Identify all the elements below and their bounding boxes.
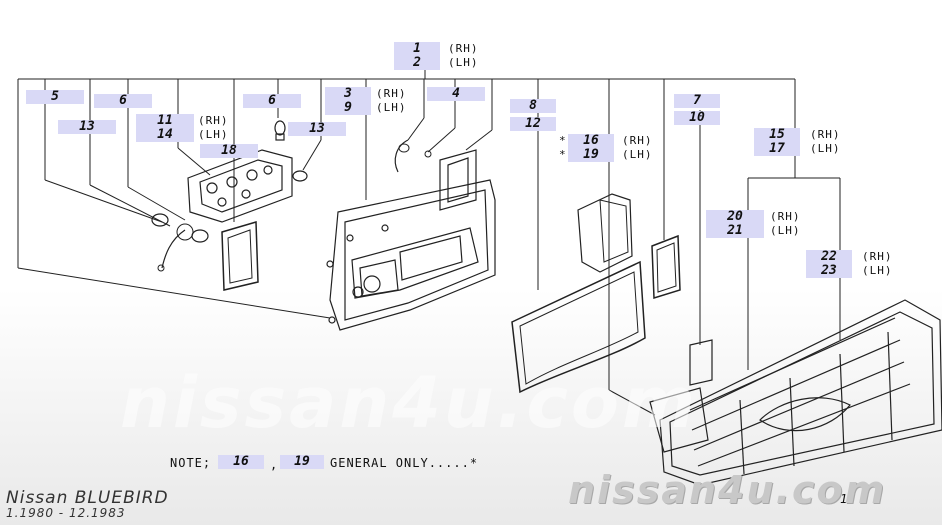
callout-6-right: 6 [243, 94, 301, 108]
model-name: Nissan BLUEBIRD [6, 488, 169, 508]
callout-19: 19 [568, 148, 614, 162]
callout-12: 12 [510, 117, 556, 131]
leader-line [177, 147, 211, 176]
leader-line [608, 389, 656, 416]
watermark-bottom: nissan4u.com [568, 468, 887, 512]
callout-20: 20 [706, 210, 764, 224]
lens-gasket [221, 221, 259, 291]
callout-9: 9 [325, 101, 371, 115]
label-lh: (LH) [810, 142, 841, 155]
note-separator: , [270, 458, 279, 472]
callout-3: 3 [325, 87, 371, 101]
label-rh: (RH) [622, 134, 653, 147]
callout-5: 5 [26, 90, 84, 104]
rear-lens-assembly [649, 299, 942, 486]
note-ref-19: 19 [280, 455, 324, 469]
callout-16: 16 [568, 134, 614, 148]
callout-17: 17 [754, 142, 800, 156]
label-rh: (RH) [770, 210, 801, 223]
callout-18: 18 [200, 144, 258, 158]
label-lh: (LH) [448, 56, 479, 69]
callout-23: 23 [806, 264, 852, 278]
side-marker-lamp [577, 193, 633, 273]
label-rh: (RH) [810, 128, 841, 141]
small-gasket [651, 234, 681, 300]
callout-15: 15 [754, 128, 800, 142]
note-text: GENERAL ONLY.....* [330, 456, 479, 470]
callout-22: 22 [806, 250, 852, 264]
callout-8: 8 [510, 99, 556, 113]
callout-21: 21 [706, 224, 764, 238]
callout-7: 7 [674, 94, 720, 108]
leader-line [302, 139, 322, 171]
wire-harness [161, 229, 186, 269]
leader-line [427, 127, 456, 153]
label-rh: (RH) [376, 87, 407, 100]
label-rh: (RH) [198, 114, 229, 127]
star-marker: * [559, 148, 567, 161]
callout-2: 2 [394, 56, 440, 70]
callout-13-left: 13 [58, 120, 116, 134]
note-prefix: NOTE; [170, 456, 212, 470]
lamp-socket-plate [187, 149, 293, 223]
star-marker: * [559, 134, 567, 147]
model-years: 1.1980 - 12.1983 [6, 506, 126, 520]
callout-1: 1 [394, 42, 440, 56]
label-lh: (LH) [862, 264, 893, 277]
wire [394, 139, 409, 173]
callout-14: 14 [136, 128, 194, 142]
label-lh: (LH) [198, 128, 229, 141]
label-lh: (LH) [770, 224, 801, 237]
label-rh: (RH) [862, 250, 893, 263]
page-number: 1 [840, 492, 849, 506]
label-lh: (LH) [376, 101, 407, 114]
leader-line [127, 186, 186, 221]
callout-13-right: 13 [288, 122, 346, 136]
note-ref-16: 16 [218, 455, 264, 469]
leader-line [89, 184, 171, 227]
rear-lamp-body [326, 149, 496, 331]
leader-line [407, 117, 425, 141]
lamp-gasket [511, 260, 646, 394]
leader-line [44, 179, 163, 223]
label-lh: (LH) [622, 148, 653, 161]
callout-4: 4 [427, 87, 485, 101]
leader-line [465, 129, 493, 151]
callout-6-left: 6 [94, 94, 152, 108]
label-rh: (RH) [448, 42, 479, 55]
callout-11: 11 [136, 114, 194, 128]
callout-10: 10 [674, 111, 720, 125]
watermark-center: nissan4u.com [120, 362, 698, 444]
leader-line [17, 267, 331, 319]
